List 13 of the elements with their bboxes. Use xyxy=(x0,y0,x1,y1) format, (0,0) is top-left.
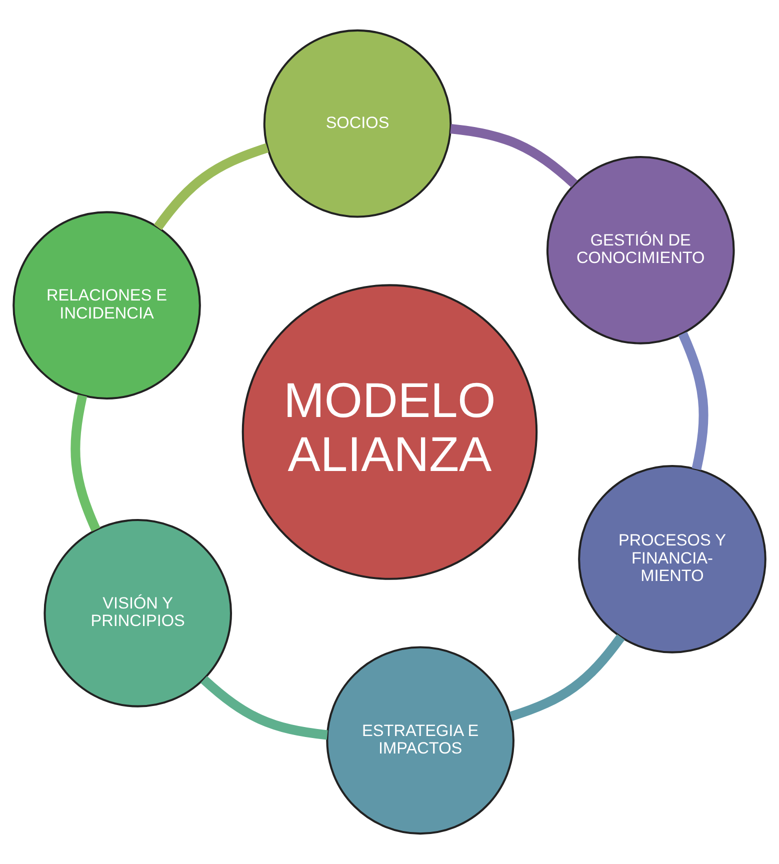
connector xyxy=(154,143,269,230)
node-circle: VISIÓN Y PRINCIPIOS xyxy=(44,519,232,708)
node-circle: ESTRATEGIA E IMPACTOS xyxy=(326,646,514,835)
connector xyxy=(200,676,328,740)
connector xyxy=(678,332,708,470)
node-circle: MODELO ALIANZA xyxy=(242,284,538,580)
connector xyxy=(70,394,100,532)
connector xyxy=(450,124,578,188)
node-circle: PROCESOS Y FINANCIA- MIENTO xyxy=(578,465,766,654)
node-circle: RELACIONES E INCIDENCIA xyxy=(12,211,201,400)
connector xyxy=(509,634,625,721)
node-circle: GESTIÓN DE CONOCIMIENTO xyxy=(546,156,735,344)
node-circle: SOCIOS xyxy=(263,29,452,218)
